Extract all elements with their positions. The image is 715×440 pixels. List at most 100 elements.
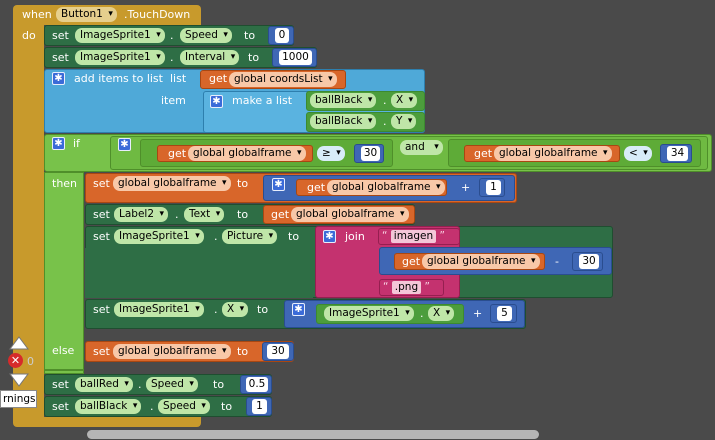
chevron-up-icon[interactable]	[9, 335, 29, 353]
variable-dropdown[interactable]: global globalframe	[113, 176, 231, 191]
error-icon[interactable]: ✕	[8, 353, 23, 368]
set-label: set	[93, 345, 110, 358]
text-string-block[interactable]: “ .png ”	[379, 279, 444, 296]
variable-dropdown[interactable]: global globalframe	[422, 254, 540, 269]
gear-icon[interactable]: ✱	[52, 137, 65, 150]
property-dropdown[interactable]: Text	[184, 207, 225, 222]
property-dropdown[interactable]: Interval	[180, 50, 240, 65]
property-dropdown[interactable]: Speed	[158, 399, 210, 414]
list-label: list	[170, 72, 187, 85]
quote-open: “	[382, 230, 388, 242]
to-label: to	[257, 303, 269, 316]
variable-dropdown[interactable]: global coordsList	[229, 72, 337, 87]
component-dropdown[interactable]: ballRed	[75, 377, 133, 392]
component-dropdown[interactable]: Button1	[56, 7, 117, 22]
number-value[interactable]: 0.5	[246, 377, 268, 392]
and-dropdown[interactable]: and	[400, 140, 443, 155]
property-dropdown[interactable]: X	[222, 302, 249, 317]
minus-label: -	[555, 255, 559, 268]
get-label: get	[402, 255, 421, 268]
component-dropdown[interactable]: ImageSprite1	[75, 50, 165, 65]
set-label: set	[93, 208, 110, 221]
variable-dropdown[interactable]: global globalframe	[113, 344, 231, 359]
get-label: get	[474, 147, 493, 160]
to-label: to	[213, 378, 225, 391]
gear-icon[interactable]: ✱	[292, 303, 305, 316]
text-string-block[interactable]: “ imagen ”	[378, 228, 460, 245]
event-block-tail	[13, 417, 201, 427]
number-value[interactable]: 1000	[279, 50, 312, 65]
item-label: item	[161, 94, 186, 107]
then-label: then	[52, 177, 78, 190]
add-items-label: add items to list	[74, 72, 163, 85]
dot-label: .	[214, 303, 218, 316]
number-value[interactable]: 5	[497, 306, 512, 321]
dot-label: .	[150, 400, 154, 413]
component-dropdown[interactable]: ballBlack	[310, 93, 377, 108]
event-name: .TouchDown	[124, 8, 191, 21]
gear-icon[interactable]: ✱	[323, 230, 336, 243]
operator-dropdown[interactable]: ≥	[317, 146, 345, 161]
dot-label: .	[170, 51, 174, 64]
string-value[interactable]: .png	[391, 281, 422, 294]
if-else-footer	[44, 370, 84, 374]
dot-label: .	[175, 208, 179, 221]
if-label: if	[73, 137, 80, 150]
number-value[interactable]: 0	[275, 28, 289, 43]
property-dropdown[interactable]: Speed	[146, 377, 198, 392]
quote-close: ”	[424, 281, 430, 293]
plus-label: +	[473, 307, 483, 320]
component-dropdown[interactable]: ImageSprite1	[114, 229, 204, 244]
component-dropdown[interactable]: ImageSprite1	[75, 28, 165, 43]
set-label: set	[93, 303, 110, 316]
chevron-down-icon[interactable]	[9, 370, 29, 388]
gear-icon[interactable]: ✱	[118, 138, 131, 151]
component-dropdown[interactable]: Label2	[114, 207, 169, 222]
number-value[interactable]: 1	[252, 399, 267, 414]
variable-dropdown[interactable]: global globalframe	[291, 207, 409, 222]
component-dropdown[interactable]: ballBlack	[75, 399, 142, 414]
variable-dropdown[interactable]: global globalframe	[327, 180, 445, 195]
number-value[interactable]: 30	[361, 146, 380, 161]
gear-icon[interactable]: ✱	[210, 95, 223, 108]
dot-label: .	[170, 29, 174, 42]
component-dropdown[interactable]: ImageSprite1	[324, 306, 414, 321]
component-dropdown[interactable]: ballBlack	[310, 114, 377, 129]
dot-label: .	[214, 230, 218, 243]
set-label: set	[52, 400, 69, 413]
number-value[interactable]: 1	[486, 180, 501, 195]
error-count: 0	[27, 355, 34, 368]
property-dropdown[interactable]: Y	[391, 114, 417, 129]
number-value[interactable]: 34	[667, 146, 688, 161]
gear-icon[interactable]: ✱	[272, 178, 285, 191]
variable-dropdown[interactable]: global globalframe	[188, 146, 306, 161]
else-label: else	[52, 344, 75, 357]
to-label: to	[237, 208, 249, 221]
get-label: get	[209, 72, 228, 85]
number-value[interactable]: 30	[267, 344, 289, 359]
do-label: do	[22, 29, 36, 42]
variable-dropdown[interactable]: global globalframe	[494, 146, 612, 161]
dot-label: .	[383, 94, 387, 107]
set-label: set	[52, 29, 69, 42]
property-dropdown[interactable]: Picture	[222, 229, 278, 244]
get-label: get	[168, 147, 187, 160]
warnings-label: rnings	[3, 393, 36, 405]
warnings-toggle[interactable]: rnings	[0, 390, 37, 408]
operator-dropdown[interactable]: <	[624, 146, 652, 161]
set-label: set	[93, 230, 110, 243]
when-label: when	[22, 8, 52, 21]
string-value[interactable]: imagen	[390, 230, 437, 243]
set-picture-fill	[85, 248, 313, 298]
if-else-spine	[44, 172, 84, 370]
property-dropdown[interactable]: Speed	[180, 28, 232, 43]
component-dropdown[interactable]: ImageSprite1	[114, 302, 204, 317]
number-value[interactable]: 30	[579, 254, 599, 269]
quote-open: “	[383, 281, 389, 293]
horizontal-scrollbar[interactable]	[87, 430, 539, 439]
quote-close: ”	[439, 230, 445, 242]
gear-icon[interactable]: ✱	[52, 72, 65, 85]
property-dropdown[interactable]: X	[391, 93, 418, 108]
property-dropdown[interactable]: X	[428, 306, 455, 321]
